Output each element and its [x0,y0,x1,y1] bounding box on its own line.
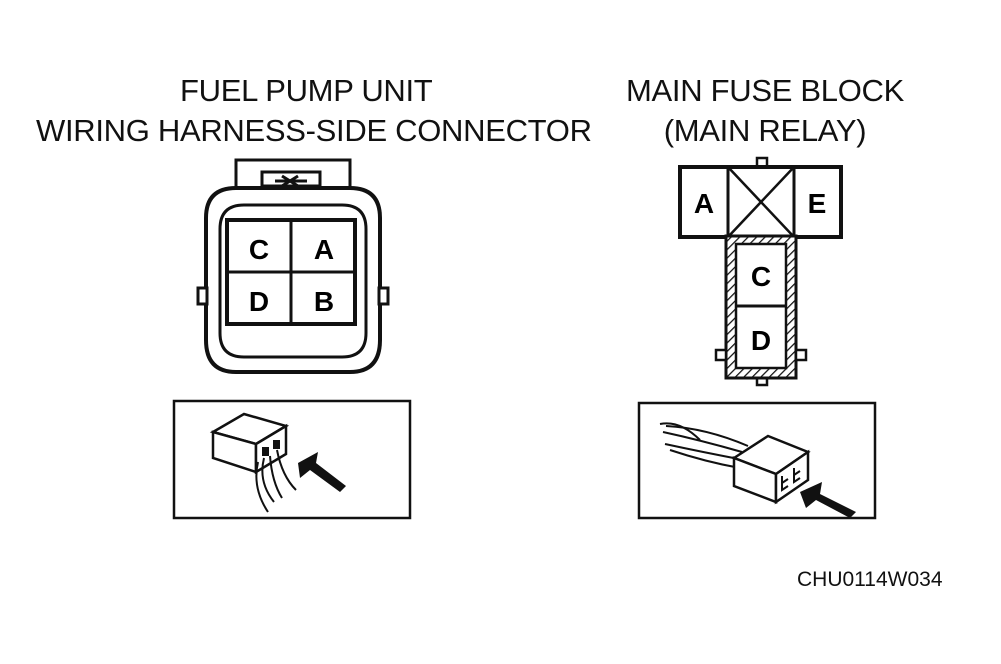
figure-code: CHU0114W034 [797,568,943,591]
left-title-line1: FUEL PUMP UNIT [180,73,433,108]
relay-terminal-e: E [808,188,827,219]
left-title-line2: WIRING HARNESS-SIDE CONNECTOR [36,113,592,148]
right-view-indicator [637,401,877,520]
fuel-pump-terminal-d: D [249,286,269,317]
left-view-indicator [172,399,412,520]
fuel-pump-terminal-c: C [249,234,269,265]
relay-terminal-c: C [751,261,771,292]
right-title-line2: (MAIN RELAY) [663,113,867,148]
relay-terminal-a: A [694,188,714,219]
fuel-pump-connector [196,158,390,374]
fuel-pump-terminal-a: A [314,234,334,265]
relay-terminal-d: D [751,325,771,356]
fuel-pump-terminal-b: B [314,286,334,317]
main-relay-socket [678,156,843,387]
right-title-line1: MAIN FUSE BLOCK [626,73,904,108]
